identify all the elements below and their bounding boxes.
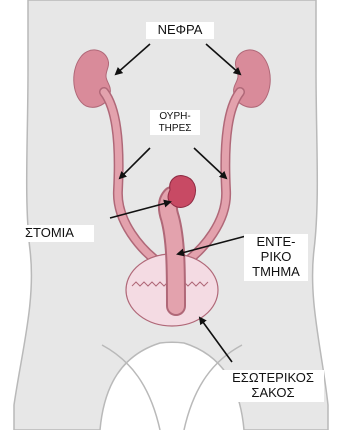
- kidneys-label: ΝΕΦΡΑ: [146, 22, 214, 39]
- ureters-label: ΟΥΡΗ- ΤΗΡΕΣ: [150, 110, 200, 135]
- inner-pouch-label: ΕΣΩΤΕΡΙΚΟΣ ΣΑΚΟΣ: [222, 370, 324, 402]
- stoma: [168, 176, 196, 208]
- stoma-label: ΣΤΟΜΙΑ: [22, 225, 94, 242]
- intestinal-segment-label: ΕΝΤΕ- ΡΙΚΟ ΤΜΗΜΑ: [244, 234, 308, 281]
